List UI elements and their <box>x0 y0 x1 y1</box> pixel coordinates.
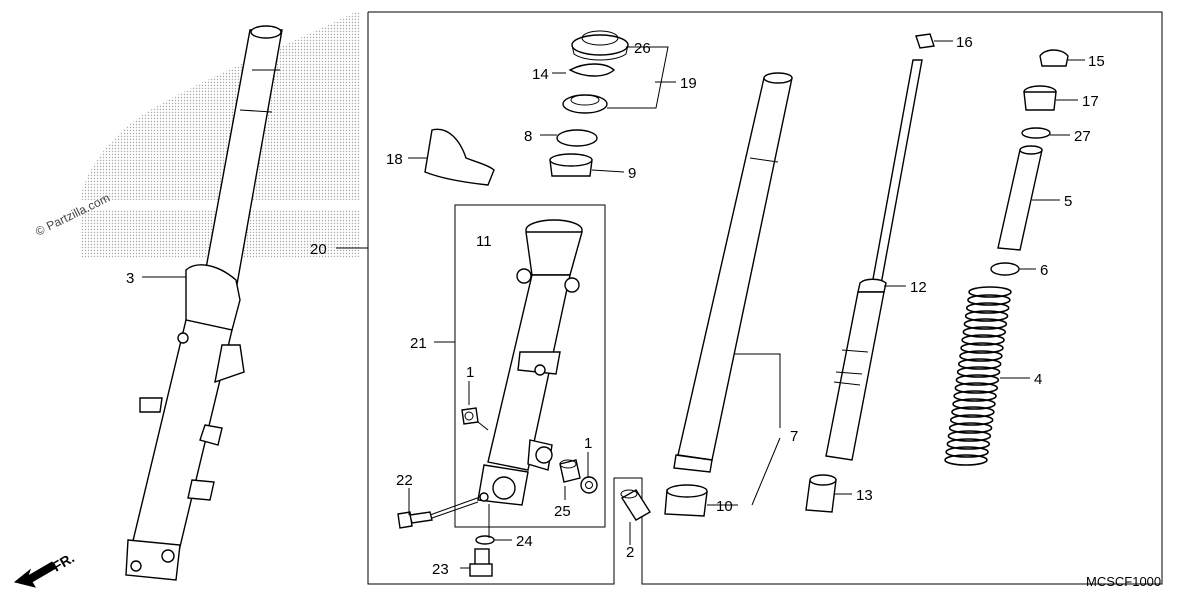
part-25-collar <box>559 459 581 483</box>
direction-label: FR. <box>50 549 78 574</box>
callout-4: 4 <box>1034 371 1042 388</box>
part-1-washer-lower <box>580 476 598 494</box>
part-14-stopper-ring <box>568 63 616 77</box>
part-8-back-up-ring <box>556 129 598 147</box>
spring-coil <box>961 334 1005 346</box>
callout-9: 9 <box>628 165 636 182</box>
part-24-washer <box>475 535 495 545</box>
spring-coil <box>953 390 997 402</box>
spring-coil <box>965 302 1010 314</box>
spring-coil <box>954 382 999 394</box>
callout-2: 2 <box>626 544 634 561</box>
part-5-spacer <box>997 145 1043 251</box>
spring-coil <box>959 350 1003 362</box>
part-18-fork-cover <box>424 128 495 186</box>
part-2-pin <box>620 489 651 521</box>
spring-coil <box>962 326 1007 338</box>
part-7-inner-tube <box>673 72 793 473</box>
callout-1-upper: 1 <box>466 364 474 381</box>
callout-16: 16 <box>956 34 973 51</box>
callout-8: 8 <box>524 128 532 145</box>
callout-13: 13 <box>856 487 873 504</box>
callout-23: 23 <box>432 561 449 578</box>
callout-15: 15 <box>1088 53 1105 70</box>
spring-coil <box>968 286 1012 298</box>
spring-coil <box>956 366 1001 378</box>
spring-coil <box>957 358 1002 370</box>
kit-boundary-21 <box>454 204 606 528</box>
spring-coil <box>947 430 992 442</box>
part-16-nut <box>915 33 935 49</box>
part-23-bolt <box>469 548 493 577</box>
callout-26: 26 <box>634 40 651 57</box>
spring-coil <box>948 422 993 434</box>
damper-rod-drawing <box>825 59 923 461</box>
part-1-nut-upper <box>461 407 479 425</box>
spring-coil <box>949 414 994 426</box>
callout-24: 24 <box>516 533 533 550</box>
outer-slider-drawing <box>477 219 583 506</box>
spring-coil <box>952 398 996 410</box>
callout-11: 11 <box>476 233 492 250</box>
callout-6: 6 <box>1040 262 1048 279</box>
part-4-fork-spring <box>944 286 1012 466</box>
part-9-slide-bushing <box>549 153 593 177</box>
callout-19: 19 <box>680 75 697 92</box>
callout-3: 3 <box>126 270 134 287</box>
callout-7: 7 <box>790 428 798 445</box>
part-6-washer <box>990 262 1020 276</box>
spring-coil <box>955 374 1000 386</box>
callout-22: 22 <box>396 472 413 489</box>
part-10-slide-bushing <box>664 484 708 517</box>
callout-20: 20 <box>310 241 327 258</box>
callout-21: 21 <box>410 335 427 352</box>
spring-coil <box>964 310 1009 322</box>
fork-assembly-drawing <box>125 25 283 581</box>
leader-lines <box>142 40 1085 569</box>
spring-coil <box>967 294 1011 306</box>
part-15-cap <box>1039 49 1069 67</box>
spring-coil <box>946 438 991 450</box>
diagram-code: MCSCF1000 <box>1086 574 1161 589</box>
part-17-fork-bolt <box>1023 85 1057 111</box>
callout-5: 5 <box>1064 193 1072 210</box>
callout-14: 14 <box>532 66 549 83</box>
spring-coil <box>960 342 1004 354</box>
part-19-oil-seal <box>562 94 608 114</box>
part-22-bolt <box>397 511 433 529</box>
callout-27: 27 <box>1074 128 1091 145</box>
callout-18: 18 <box>386 151 403 168</box>
callout-25: 25 <box>554 503 571 520</box>
front-direction-arrow: FR. <box>13 549 78 588</box>
callout-12: 12 <box>910 279 927 296</box>
part-27-o-ring <box>1021 127 1051 139</box>
kit-boundary-20 <box>367 11 1163 585</box>
spring-coil <box>951 406 995 418</box>
part-26-dust-seal <box>571 30 629 61</box>
callout-labels: 1 1 2 3 4 5 6 7 8 9 10 11 12 13 14 15 16… <box>126 34 1105 578</box>
part-13-oil-lock-piece <box>805 474 837 513</box>
spring-coil <box>945 446 989 458</box>
spring-coil <box>963 318 1008 330</box>
callout-1-lower: 1 <box>584 435 592 452</box>
callout-10: 10 <box>716 498 733 515</box>
spring-coil <box>944 454 988 466</box>
callout-17: 17 <box>1082 93 1099 110</box>
